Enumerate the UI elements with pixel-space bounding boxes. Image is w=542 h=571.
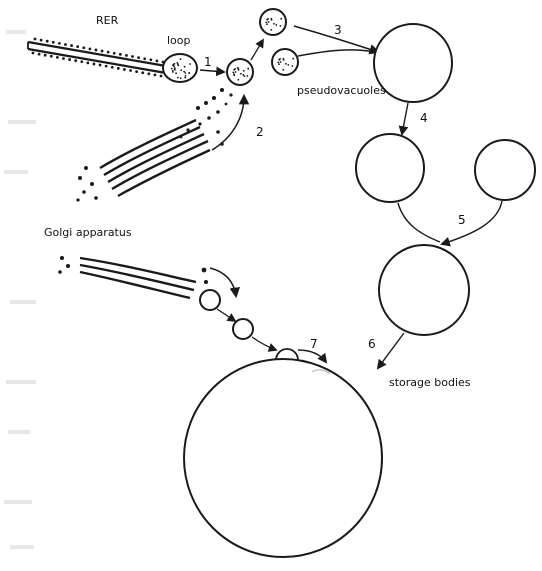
vesicle-chain (200, 290, 276, 350)
label-golgi-apparatus: Golgi apparatus (44, 226, 132, 239)
vacuole-merged (379, 245, 469, 335)
step-number-2: 2 (256, 125, 264, 139)
arrow-step-3-join (298, 50, 374, 56)
arrow-bud-to-pseudovacuole (251, 40, 263, 60)
step-number-4: 4 (420, 111, 428, 125)
rough-endoplasmic-reticulum (28, 38, 166, 78)
arrow-step-2 (212, 96, 244, 150)
golgi-stack-lower (80, 258, 196, 298)
label-storage-bodies: storage bodies (389, 376, 471, 389)
rer-loop (163, 54, 197, 82)
arrow-step-6 (378, 333, 404, 368)
step-number-5: 5 (458, 213, 466, 227)
step-number-1: 1 (204, 55, 212, 69)
label-loop: loop (167, 34, 191, 47)
step-number-3: 3 (334, 23, 342, 37)
pseudovacuole-upper (260, 9, 286, 35)
pseudovacuole-lower (272, 49, 298, 75)
golgi-stack-upper (100, 120, 210, 196)
scan-noise (4, 30, 36, 549)
arrow-step-4 (402, 103, 408, 134)
small-vesicles (180, 88, 233, 138)
label-pseudovacuoles: pseudovacuoles (297, 84, 386, 97)
step-number-6: 6 (368, 337, 376, 351)
step-number-7: 7 (310, 337, 318, 351)
vacuole-middle-left (356, 134, 424, 202)
arrow-step-5 (398, 201, 502, 244)
storage-body (184, 359, 382, 557)
vacuole-middle-right (475, 140, 535, 200)
label-rer: RER (96, 14, 119, 27)
